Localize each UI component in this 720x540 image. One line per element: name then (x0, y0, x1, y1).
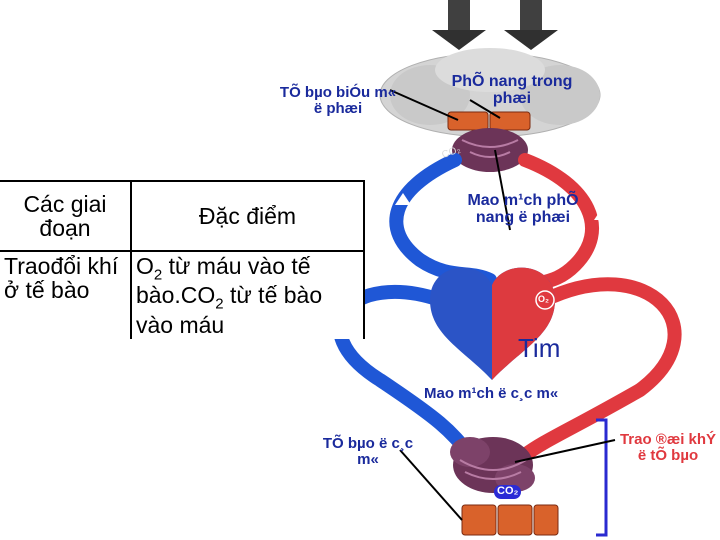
tissue-capillary-label: Mao m¹ch ë c¸c m« (424, 385, 559, 402)
exchange-bracket (596, 418, 608, 537)
lung-capillary-top-label: PhÕ nang trong phæi (451, 73, 573, 107)
lung-alveoli (379, 48, 601, 172)
stage-feature-table: Các giai đoạn Đặc điểm Traođổi khí ở tế … (0, 180, 365, 339)
feature-text-b: từ máu vào tế bào.CO (136, 253, 311, 309)
tissue-exchange-label: Trao ®æi khÝ ë tÕ bµo (619, 431, 717, 464)
o2-badge: O₂ (538, 294, 549, 304)
feature-text-c: từ tế bào vào máu (136, 282, 323, 338)
heart (430, 267, 555, 380)
feature-header: Đặc điểm (131, 181, 364, 252)
feature-sub-b: 2 (215, 295, 224, 313)
airway (432, 0, 558, 50)
lung-capillary-label: Mao m¹ch phÕ nang ë phæi (467, 192, 579, 226)
tissue-capillaries (450, 437, 559, 536)
feature-sub-a: 2 (153, 266, 163, 284)
pointer-lines (389, 89, 616, 521)
systemic-loop (332, 277, 682, 462)
flow-arrows (358, 193, 638, 382)
table-row: Traođổi khí ở tế bào O2 từ máu vào tế bà… (0, 251, 364, 339)
stage-header: Các giai đoạn (0, 181, 132, 252)
feature-cell: O2 từ máu vào tế bào.CO2 từ tế bào vào m… (131, 251, 364, 339)
tissue-cell-label: TÕ bµo ë c¸c m« (322, 435, 414, 468)
feature-text-a: O (136, 253, 154, 279)
table-header-row: Các giai đoạn Đặc điểm (0, 181, 364, 252)
co2-badge: CO₂ (494, 485, 522, 499)
alveoli-wall-label: TÕ bµo biÓu m« ë phæi (279, 84, 397, 117)
heart-label: Tim (518, 333, 561, 363)
stage-cell: Traođổi khí ở tế bào (0, 251, 132, 339)
